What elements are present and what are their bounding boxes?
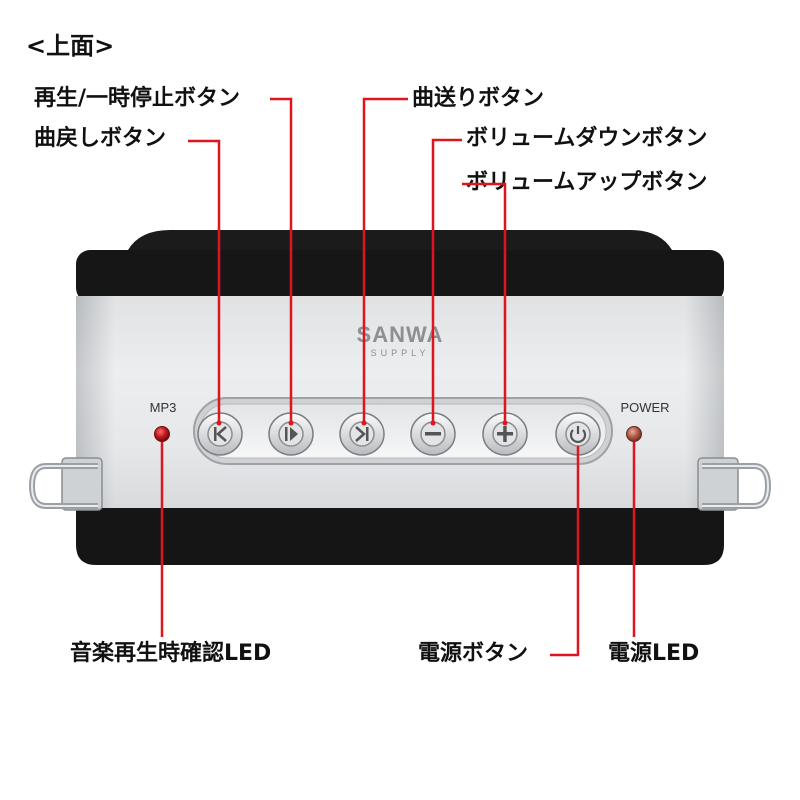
right-clip: [697, 457, 772, 511]
label-power-led: 電源LED: [608, 641, 700, 666]
leader-lines: [160, 97, 636, 657]
label-mp3-led: 音楽再生時確認LED: [70, 641, 272, 666]
minus-icon: [425, 432, 441, 436]
leader-power-button: [550, 446, 580, 657]
leader-prev-track: [188, 139, 221, 423]
play-pause-button[interactable]: [268, 412, 314, 456]
prev-track-button[interactable]: [197, 412, 243, 456]
volume-up-button[interactable]: [482, 412, 528, 456]
label-play-pause: 再生/一時停止ボタン: [34, 86, 241, 111]
label-volume-down: ボリュームダウンボタン: [466, 126, 708, 151]
leader-volume-up: [462, 182, 507, 423]
prev-track-icon: [214, 426, 227, 442]
brand-logo: SANWA: [357, 322, 444, 347]
label-prev-track: 曲戻しボタン: [34, 126, 167, 151]
label-power-button: 電源ボタン: [418, 641, 529, 666]
left-clip: [28, 457, 103, 511]
lid-band: [76, 250, 724, 302]
mp3-text: MP3: [150, 400, 177, 415]
power-text: POWER: [620, 400, 669, 415]
label-next-track: 曲送りボタン: [412, 86, 545, 111]
volume-down-button[interactable]: [410, 412, 456, 456]
brand-sub: SUPPLY: [371, 348, 430, 358]
view-title: <上面>: [26, 32, 115, 60]
play-pause-icon: [285, 427, 298, 441]
power-led: [626, 426, 642, 442]
power-icon: [569, 426, 587, 443]
lid-top: [128, 230, 672, 250]
mp3-led: [154, 426, 170, 442]
next-track-icon: [355, 426, 369, 442]
bottom-band: [76, 508, 724, 565]
next-track-button[interactable]: [339, 412, 385, 456]
plus-icon: [497, 426, 513, 442]
leader-volume-down: [431, 138, 462, 423]
leader-next-track: [362, 97, 408, 423]
leader-play-pause: [270, 97, 293, 423]
